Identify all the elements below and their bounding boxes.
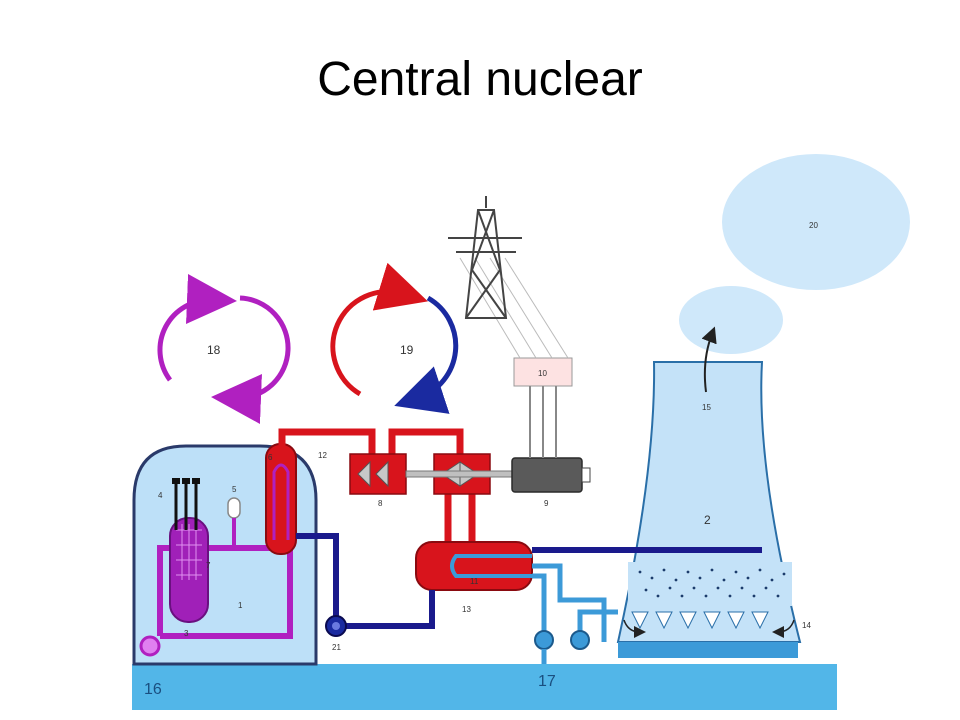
slide-title: Central nuclear <box>317 53 643 106</box>
reactor-core-grid <box>176 524 202 580</box>
power-lines <box>459 257 569 359</box>
cycle-19-arrows <box>330 262 459 414</box>
control-rod-heads <box>172 478 200 484</box>
ground-base <box>132 664 837 710</box>
cooling-pump-right <box>570 630 590 650</box>
label-10: 10 <box>538 369 547 378</box>
condenser-coil <box>450 554 532 578</box>
generator-end-cap <box>581 467 591 483</box>
label-3: 3 <box>184 629 189 638</box>
air-inlet-arrow-left <box>623 619 646 638</box>
tower-vapor-arrow <box>701 326 717 393</box>
pylon-icon <box>448 196 522 319</box>
cooling-tower-basin <box>618 642 798 658</box>
primary-pump <box>139 635 161 657</box>
label-19: 19 <box>400 343 414 357</box>
label-6: 6 <box>268 453 273 462</box>
label-17: 17 <box>538 673 556 690</box>
label-7: 7 <box>206 561 211 570</box>
label-4: 4 <box>158 491 163 500</box>
cooling-tower-air-inlets <box>631 611 769 630</box>
turbine-shaft <box>405 470 515 478</box>
feedwater-pump-hub <box>332 622 340 630</box>
label-16: 16 <box>144 681 162 698</box>
label-18: 18 <box>207 343 221 357</box>
cooling-pump-left <box>534 630 554 650</box>
air-inlet-arrow-right <box>772 619 795 638</box>
label-1: 1 <box>238 601 243 610</box>
steam-generator-tubes <box>272 463 290 540</box>
label-8: 8 <box>378 499 383 508</box>
condensate-line <box>296 533 762 629</box>
label-21: 21 <box>332 643 341 652</box>
cooling-tower-packing-dots <box>638 568 786 598</box>
label-13: 13 <box>462 605 471 614</box>
generator <box>511 457 583 493</box>
label-5: 5 <box>232 485 237 494</box>
steam-line <box>278 428 476 546</box>
cycle-18-arrows <box>157 274 291 424</box>
label-2: 2 <box>704 513 711 527</box>
label-20: 20 <box>809 221 818 230</box>
cooling-tower-fill-packing <box>628 562 792 606</box>
steam-cloud-small <box>679 286 783 354</box>
pressurizer <box>227 497 241 519</box>
control-rods <box>174 484 198 530</box>
steam-cloud-large <box>722 154 910 290</box>
label-12: 12 <box>318 451 327 460</box>
label-15: 15 <box>702 403 711 412</box>
transformer <box>513 357 573 387</box>
transformer-leads <box>529 386 557 458</box>
label-14: 14 <box>802 621 811 630</box>
label-9: 9 <box>544 499 549 508</box>
label-11: 11 <box>470 577 479 586</box>
turbine-hp-blades <box>357 460 389 488</box>
